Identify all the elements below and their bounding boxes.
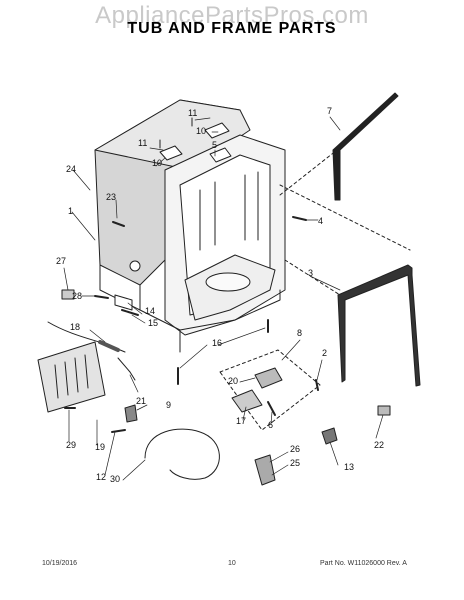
bracket-15: [121, 309, 139, 316]
callout-24: 24: [66, 164, 76, 174]
bracket-17: [231, 389, 263, 413]
callout-9: 9: [166, 400, 171, 410]
clip-22: [377, 405, 391, 416]
screw-12: [111, 429, 126, 433]
screw-23: [112, 221, 125, 227]
bottom-gasket: [337, 264, 421, 387]
callout-7: 7: [327, 106, 332, 116]
callout-20: 20: [228, 376, 238, 386]
callout-4: 4: [318, 216, 323, 226]
callout-13: 13: [344, 462, 354, 472]
top-bracket-left: [159, 145, 183, 161]
screw-4: [292, 216, 307, 221]
callout-10: 10: [152, 158, 162, 168]
callout-14: 14: [145, 306, 155, 316]
tub-leg: [179, 289, 281, 331]
top-bracket-center: [209, 147, 232, 163]
leader-dashed-2: [279, 149, 338, 196]
footer-part-number: Part No. W11026000 Rev. A: [320, 560, 407, 567]
callout-8: 8: [297, 328, 302, 338]
callout-28: 28: [72, 291, 82, 301]
callout-18: 18: [70, 322, 80, 332]
watermark: AppliancePartsPros.com: [95, 2, 369, 29]
callout-10: 10: [196, 126, 206, 136]
callout-1: 1: [68, 206, 73, 216]
sump-opening: [205, 272, 251, 292]
door-gasket: [332, 92, 399, 201]
callout-27: 27: [56, 256, 66, 266]
bracket-25-26: [254, 454, 276, 486]
bracket-group-box: [219, 349, 321, 431]
bracket-14: [114, 294, 133, 311]
callout-21: 21: [136, 396, 146, 406]
callout-6: 6: [268, 420, 273, 430]
footer-date: 10/19/2016: [42, 560, 78, 567]
callout-layer: 1234567891010111112131415161718192021222…: [56, 106, 384, 484]
page-title: TUB AND FRAME PARTS: [127, 20, 337, 37]
callout-29: 29: [66, 440, 76, 450]
callout-25: 25: [290, 458, 300, 468]
callout-16: 16: [212, 338, 222, 348]
callout-5: 5: [212, 140, 217, 150]
callout-17: 17: [236, 416, 246, 426]
top-bracket-right: [204, 122, 230, 139]
wire-18-coil: [98, 340, 120, 352]
screw-6: [267, 401, 276, 416]
tub-grommet: [129, 260, 141, 272]
screw-2: [315, 379, 319, 391]
callout-19: 19: [95, 442, 105, 452]
clip-13: [321, 427, 338, 445]
wire-21: [117, 357, 136, 381]
toe-panel: [37, 341, 106, 413]
clip-9: [124, 404, 138, 423]
callout-11: 11: [138, 138, 147, 148]
footer-page: 10: [228, 560, 236, 567]
callout-23: 23: [106, 192, 116, 202]
bracket-20: [254, 367, 283, 389]
callout-3: 3: [308, 268, 313, 278]
toe-panel-fins: [54, 354, 89, 399]
callout-15: 15: [148, 318, 158, 328]
callout-26: 26: [290, 444, 300, 454]
callout-12: 12: [96, 472, 106, 482]
leader-dashed-1: [279, 184, 411, 251]
callout-22: 22: [374, 440, 384, 450]
callout-2: 2: [322, 348, 327, 358]
callout-30: 30: [110, 474, 120, 484]
hose-30: [144, 428, 220, 480]
callout-11: 11: [188, 108, 197, 118]
